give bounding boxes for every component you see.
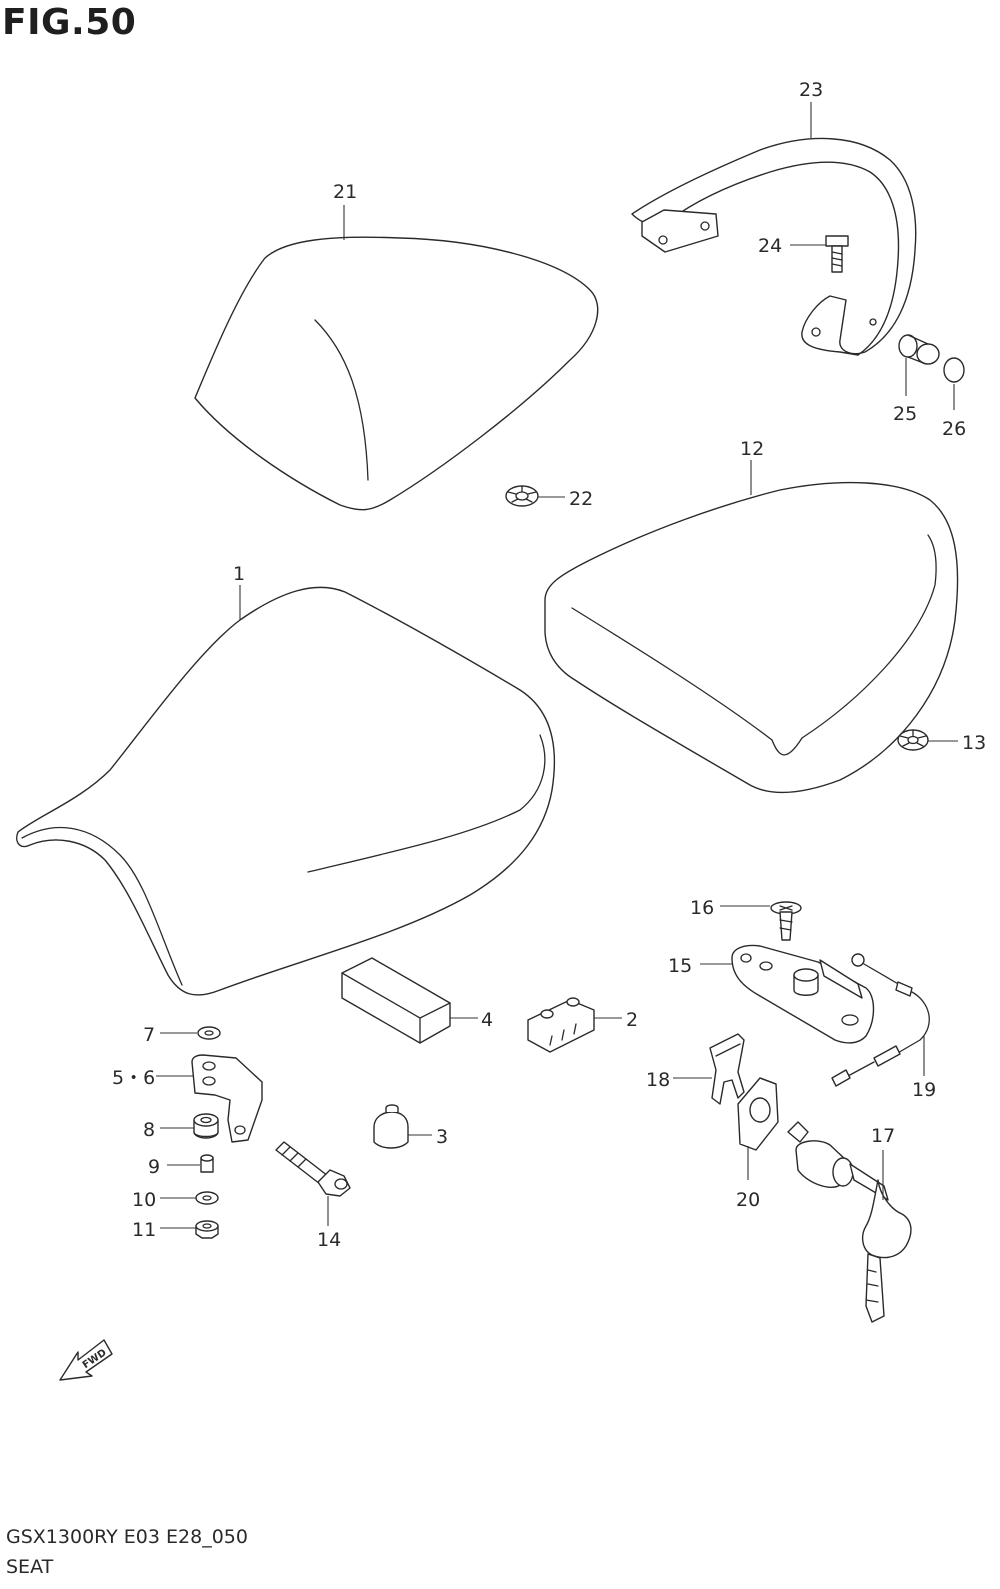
callout-21: 21: [333, 181, 357, 203]
callout-9: 9: [148, 1156, 160, 1178]
callout-5-6: 5・6: [112, 1067, 155, 1089]
part-5-6-bracket: 5・6: [112, 1054, 263, 1143]
part-8-grommet: 8: [143, 1113, 219, 1141]
callout-16: 16: [690, 897, 714, 919]
callout-10: 10: [132, 1189, 156, 1211]
part-1-front-seat: 1: [16, 563, 556, 996]
callout-2: 2: [626, 1009, 638, 1031]
callout-20: 20: [736, 1189, 760, 1211]
part-2-rubber-stopper: 2: [527, 997, 638, 1053]
callout-23: 23: [799, 79, 823, 101]
part-26-cap: 26: [942, 357, 966, 440]
callout-22: 22: [569, 488, 593, 510]
callout-15: 15: [668, 955, 692, 977]
part-16-screw: 16: [690, 897, 802, 941]
part-15-lock-base: 15: [668, 944, 875, 1044]
part-7-washer: 7: [143, 1024, 221, 1046]
part-10-washer: 10: [132, 1189, 219, 1211]
callout-1: 1: [233, 563, 245, 585]
callout-4: 4: [481, 1009, 493, 1031]
callout-24: 24: [758, 235, 782, 257]
part-9-spacer: 9: [148, 1154, 214, 1178]
section-name: SEAT: [6, 1556, 54, 1578]
part-11-nut: 11: [132, 1219, 219, 1241]
part-25-collar: 25: [893, 334, 940, 425]
callout-26: 26: [942, 418, 966, 440]
callout-12: 12: [740, 438, 764, 460]
callout-18: 18: [646, 1069, 670, 1091]
part-23-rear-handle: 23: [631, 79, 917, 356]
forward-arrow-icon: FWD: [59, 1339, 113, 1381]
model-code: GSX1300RY E03 E28_050: [6, 1526, 248, 1548]
callout-8: 8: [143, 1119, 155, 1141]
callout-19: 19: [912, 1079, 936, 1101]
part-20-lock-plate: 20: [736, 1077, 779, 1211]
callout-14: 14: [317, 1229, 341, 1251]
callout-11: 11: [132, 1219, 156, 1241]
callout-7: 7: [143, 1024, 155, 1046]
part-24-bolt: 24: [758, 235, 849, 273]
callout-17: 17: [871, 1125, 895, 1147]
part-18-clip: 18: [646, 1033, 745, 1105]
part-12-rear-seat: 12: [544, 438, 959, 794]
part-21-seat-tail-cover: 21: [194, 181, 599, 511]
part-17-lock-and-key: 17: [787, 1121, 912, 1323]
part-19-cable: 19: [831, 953, 936, 1101]
callout-3: 3: [436, 1126, 448, 1148]
part-14-bolt: 14: [275, 1141, 351, 1251]
figure-title: FIG.50: [2, 2, 137, 43]
part-13-cushion: 13: [897, 729, 986, 754]
callout-13: 13: [962, 732, 986, 754]
part-22-cushion: 22: [505, 485, 593, 510]
part-3-cushion: 3: [373, 1104, 448, 1149]
part-4-foam-block: 4: [341, 957, 493, 1044]
callout-25: 25: [893, 403, 917, 425]
